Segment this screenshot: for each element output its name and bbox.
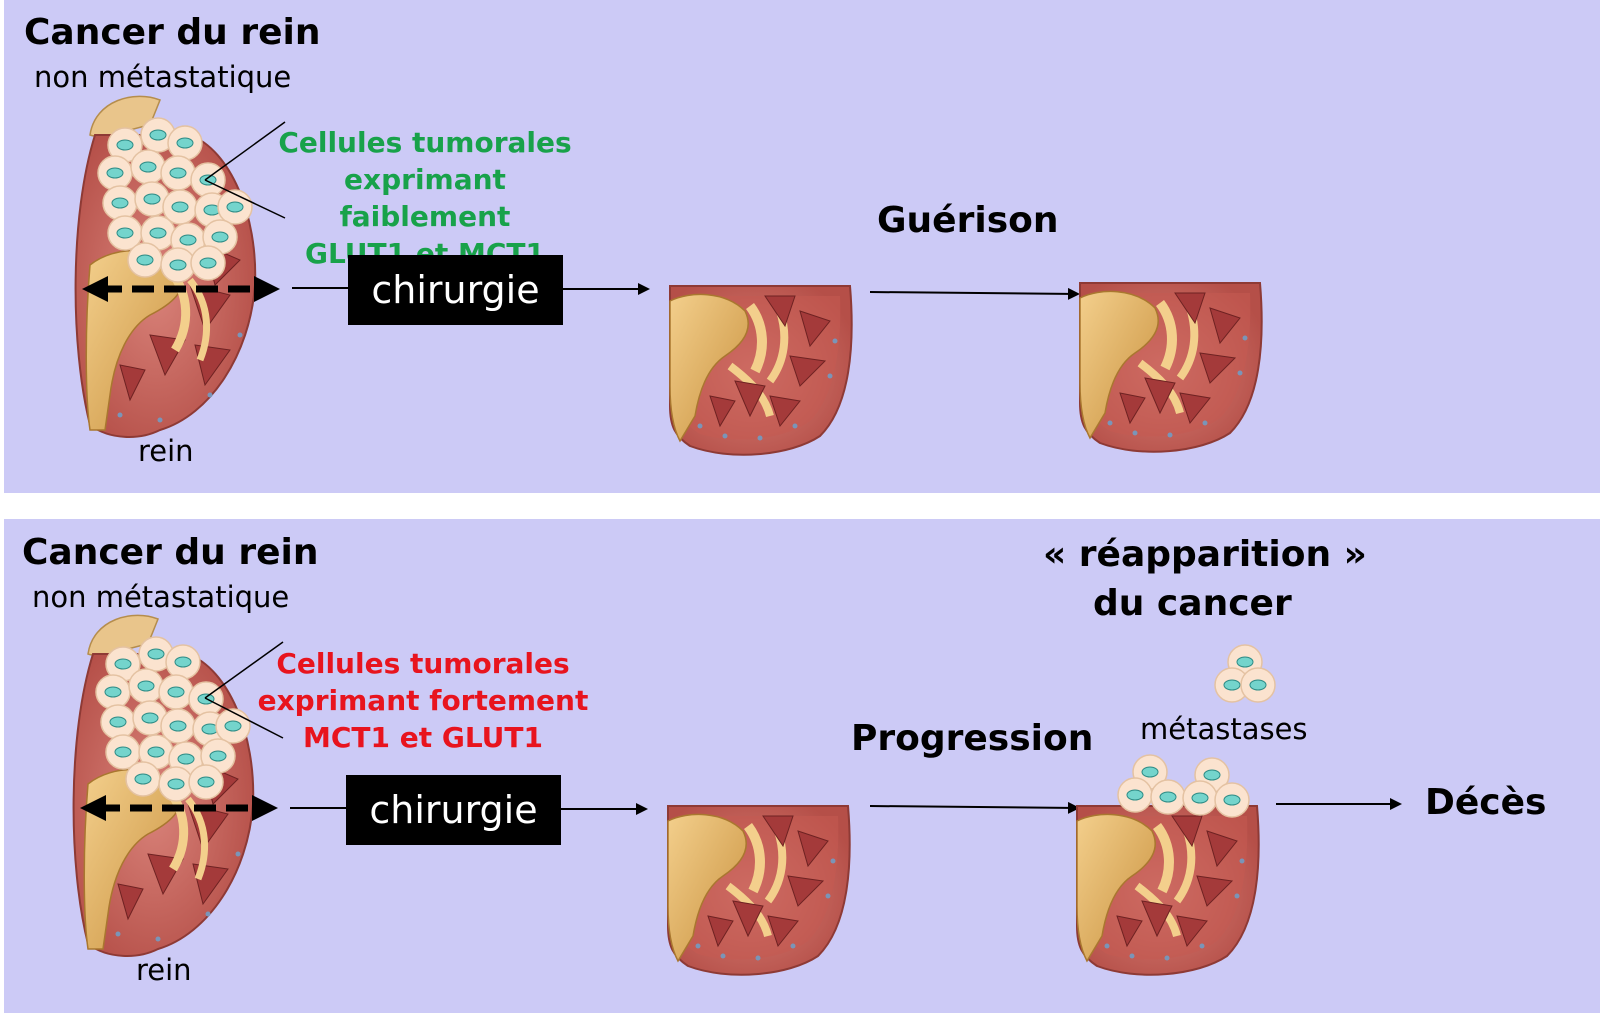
pointer-line-bottom-2 xyxy=(204,697,284,739)
cells-text-line-1: Cellules tumorales xyxy=(278,126,572,159)
kidney-tumor-top xyxy=(76,96,256,437)
cells-description-high: Cellules tumorales exprimant fortement M… xyxy=(253,645,593,756)
resection-arrowhead-right-top xyxy=(254,276,280,302)
resection-arrowhead-left-bottom xyxy=(80,795,106,821)
pointer-line-top-1 xyxy=(204,121,286,181)
arrow-to-progression xyxy=(869,801,1080,814)
pointer-line-top-2 xyxy=(204,179,286,219)
kidney-tumor-bottom xyxy=(74,615,254,956)
kidney-half-relapse xyxy=(1077,806,1259,975)
cells-text-line-2: exprimant faiblement xyxy=(339,163,511,233)
kidney-half-cured xyxy=(1080,283,1262,452)
metastases-cluster-floating xyxy=(1214,644,1276,703)
cells-text-line-1: Cellules tumorales xyxy=(276,647,570,680)
pointer-line-bottom-1 xyxy=(204,641,284,699)
organ-label-bottom: rein xyxy=(136,953,192,987)
stage-progression: Progression xyxy=(851,718,1094,759)
surgery-box-top: chirurgie xyxy=(348,255,563,325)
outcome-death: Décès xyxy=(1425,782,1547,823)
metastases-label: métastases xyxy=(1140,712,1308,746)
cells-description-low: Cellules tumorales exprimant faiblement … xyxy=(255,124,595,272)
cells-text-line-2: exprimant fortement xyxy=(257,684,589,717)
organ-label-top: rein xyxy=(138,434,194,468)
arrow-to-cure xyxy=(869,287,1080,300)
kidney-half-after-surgery-bottom xyxy=(668,806,850,975)
subtitle-bottom: non métastatique xyxy=(32,580,290,614)
resection-arrowhead-right-bottom xyxy=(252,795,278,821)
relapse-label-line-1: « réapparition » xyxy=(1043,534,1367,575)
title-bottom: Cancer du rein xyxy=(22,532,319,573)
kidney-half-after-surgery-top xyxy=(670,286,852,455)
title-top: Cancer du rein xyxy=(24,12,321,53)
relapse-label-line-2: du cancer xyxy=(1093,583,1292,624)
resection-arrowhead-left-top xyxy=(82,276,108,302)
outcome-cure: Guérison xyxy=(877,200,1059,241)
cells-text-line-3: MCT1 et GLUT1 xyxy=(302,721,543,754)
subtitle-top: non métastatique xyxy=(34,60,292,94)
surgery-box-bottom: chirurgie xyxy=(346,775,561,845)
